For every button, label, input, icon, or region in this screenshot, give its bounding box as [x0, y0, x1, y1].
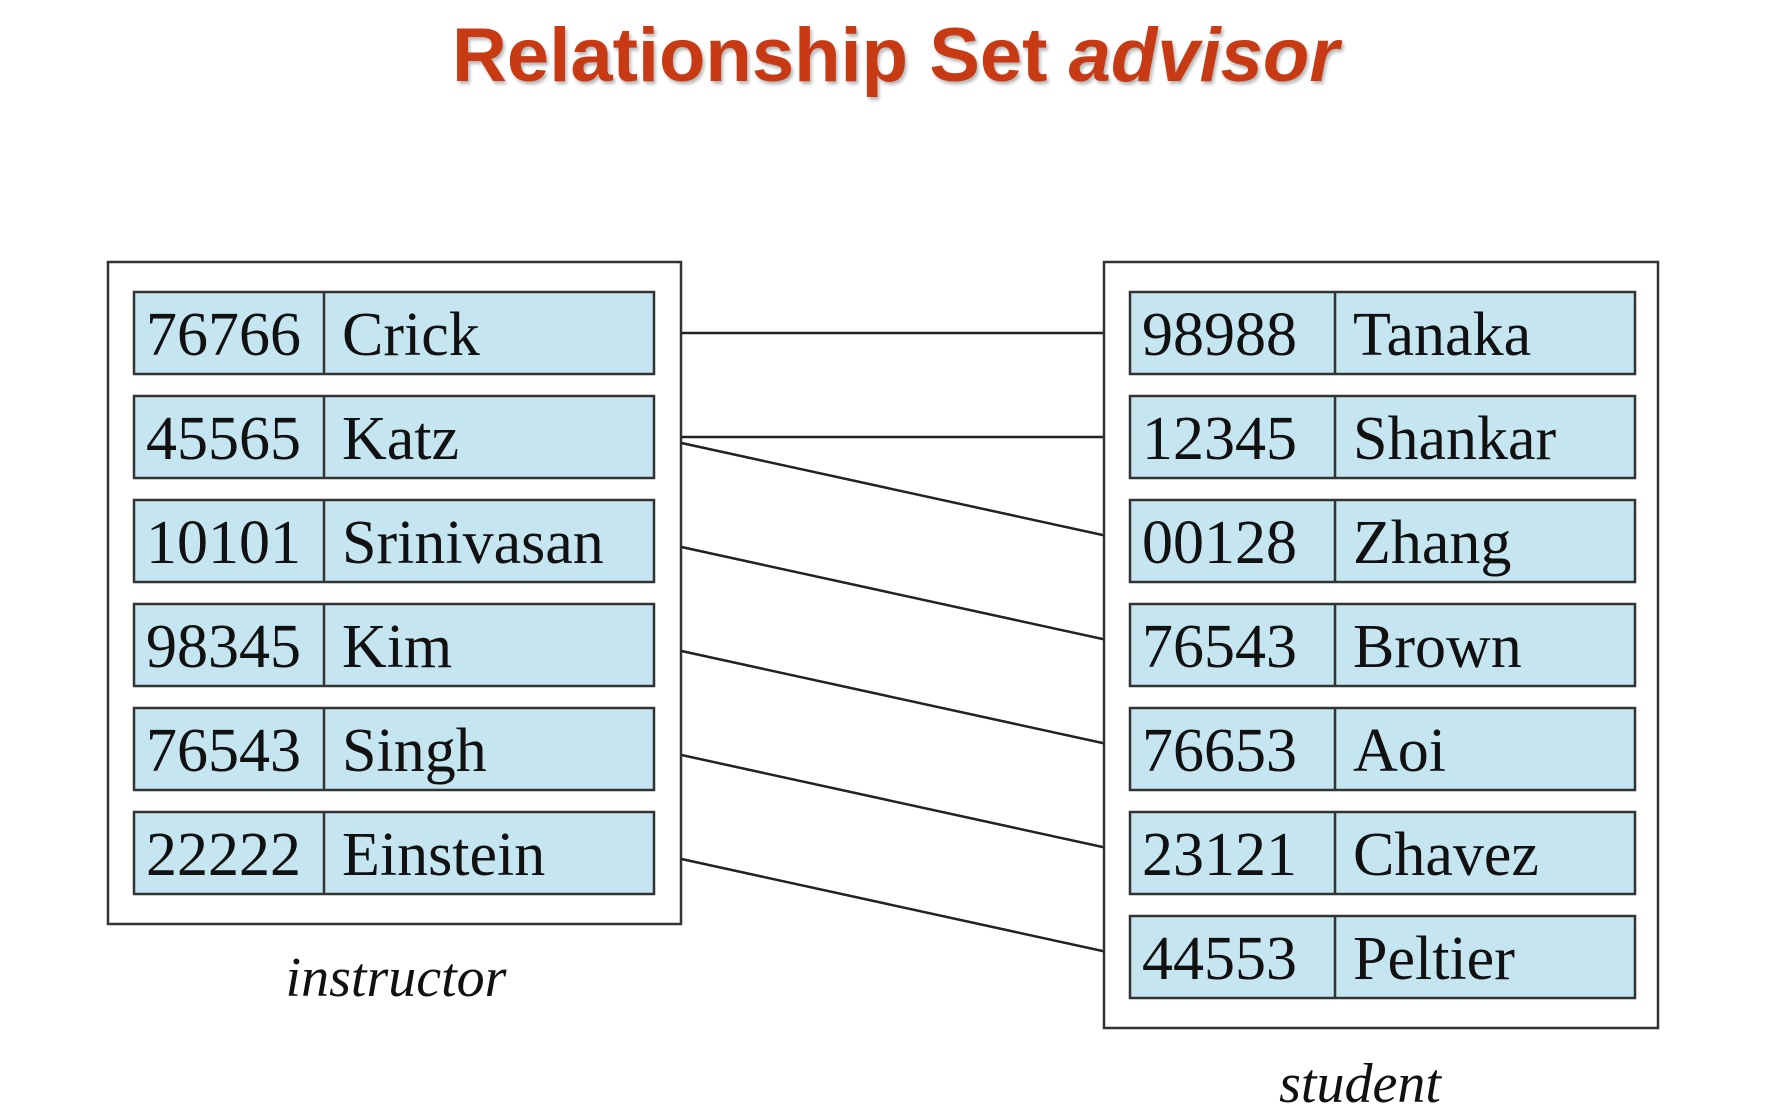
instructor-id: 76543 — [146, 717, 301, 785]
student-row: 12345 Shankar — [1128, 394, 1637, 480]
student-row: 00128 Zhang — [1128, 498, 1637, 584]
student-row: 76653 Aoi — [1128, 706, 1637, 792]
instructor-row-box — [132, 706, 656, 792]
instructor-name: Kim — [342, 613, 452, 681]
student-id: 00128 — [1142, 509, 1297, 577]
instructor-set-label: instructor — [286, 947, 507, 1009]
title-main: Relationship Set — [452, 13, 1048, 98]
advisor-link — [653, 435, 1131, 543]
instructor-id: 10101 — [146, 509, 301, 577]
instructor-name: Einstein — [342, 821, 545, 889]
student-id: 76653 — [1142, 717, 1297, 785]
student-row-box — [1128, 914, 1637, 1000]
student-row: 23121 Chavez — [1128, 810, 1637, 896]
student-id: 44553 — [1142, 925, 1297, 993]
student-row-box — [1128, 498, 1637, 584]
instructor-id: 45565 — [146, 405, 301, 473]
advisor-link — [653, 539, 1131, 647]
student-id: 98988 — [1142, 301, 1297, 369]
student-row-box — [1128, 290, 1637, 376]
instructor-row-box — [132, 394, 656, 480]
instructor-name: Srinivasan — [342, 509, 604, 577]
instructor-row: 10101 Srinivasan — [132, 498, 656, 584]
instructor-id: 98345 — [146, 613, 301, 681]
student-name: Aoi — [1353, 717, 1446, 785]
student-name: Shankar — [1353, 405, 1557, 473]
instructor-row-box — [132, 290, 656, 376]
instructor-row-box — [132, 602, 656, 688]
title-emphasis: advisor — [1068, 13, 1339, 98]
instructor-row-box — [132, 810, 656, 896]
instructor-row: 76766 Crick — [132, 290, 656, 376]
advisor-link — [653, 747, 1131, 855]
instructor-row: 45565 Katz — [132, 394, 656, 480]
student-name: Peltier — [1353, 925, 1515, 993]
instructor-rows: 76766 Crick 45565 Katz 10101 Srinivasan 98345 K… — [132, 290, 656, 896]
student-id: 23121 — [1142, 821, 1297, 889]
relationship-links — [653, 331, 1131, 959]
instructor-row-box — [132, 498, 656, 584]
instructor-row: 22222 Einstein — [132, 810, 656, 896]
advisor-link — [653, 851, 1131, 959]
student-name: Chavez — [1353, 821, 1539, 889]
student-row-box — [1128, 602, 1637, 688]
instructor-id: 22222 — [146, 821, 301, 889]
student-id: 12345 — [1142, 405, 1297, 473]
student-name: Brown — [1353, 613, 1522, 681]
advisor-link — [653, 643, 1131, 751]
instructor-row: 76543 Singh — [132, 706, 656, 792]
student-row-box — [1128, 706, 1637, 792]
student-name: Tanaka — [1353, 301, 1531, 369]
student-set-label: student — [1279, 1053, 1442, 1115]
student-row-box — [1128, 810, 1637, 896]
student-row-box — [1128, 394, 1637, 480]
instructor-id: 76766 — [146, 301, 301, 369]
student-row: 76543 Brown — [1128, 602, 1637, 688]
student-name: Zhang — [1353, 509, 1511, 577]
page-title: Relationship Set advisor — [0, 14, 1791, 98]
student-rows: 98988 Tanaka 12345 Shankar 00128 Zhang 76543 Br… — [1128, 290, 1637, 1000]
instructor-name: Singh — [342, 717, 487, 785]
instructor-name: Crick — [342, 301, 480, 369]
instructor-row: 98345 Kim — [132, 602, 656, 688]
student-id: 76543 — [1142, 613, 1297, 681]
student-row: 98988 Tanaka — [1128, 290, 1637, 376]
student-row: 44553 Peltier — [1128, 914, 1637, 1000]
instructor-name: Katz — [342, 405, 459, 473]
